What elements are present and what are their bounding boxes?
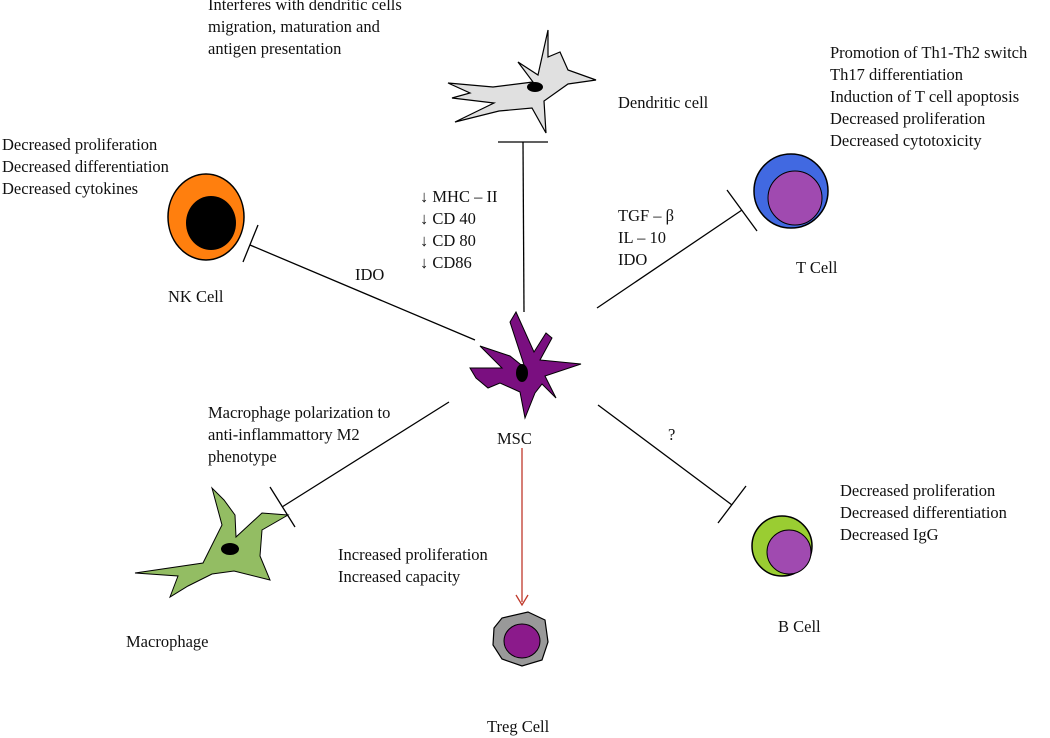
t-cell-effect-line: Decreased cytotoxicity — [830, 131, 982, 150]
t-cell-mediator-line: IL – 10 — [618, 228, 666, 247]
msc-to-macrophage-line — [281, 401, 450, 508]
b-cell-effect-line: Decreased proliferation — [840, 481, 996, 500]
msc-label: MSC — [497, 429, 532, 448]
treg-cell-label: Treg Cell — [487, 717, 550, 736]
dendritic-effect-line: migration, maturation and — [208, 17, 380, 36]
dendritic-cell-label: Dendritic cell — [618, 93, 709, 112]
nk-cell-label: NK Cell — [168, 287, 224, 306]
t-inhibition-bar — [726, 189, 758, 232]
nk-cell-effect-line: Decreased cytokines — [2, 179, 139, 198]
macrophage-cell-shape — [134, 486, 290, 599]
nk-inhibition-bar — [242, 224, 259, 263]
b-inhibition-bar — [717, 485, 747, 524]
macrophage-inhibition-bar — [269, 486, 296, 528]
b-cell-effects: Decreased proliferation Decreased differ… — [840, 480, 1007, 546]
msc-to-t-line — [596, 209, 743, 309]
b-cell-label: B Cell — [778, 617, 821, 636]
t-cell-effect-line: Decreased proliferation — [830, 109, 986, 128]
t-cell-mediators: TGF – β IL – 10 IDO — [618, 205, 674, 271]
macrophage-effect-line: anti-inflammattory M2 — [208, 425, 360, 444]
t-cell-nucleus — [767, 170, 823, 226]
treg-arrowhead — [515, 594, 529, 607]
dendritic-mediator-line: ↓ CD 40 — [420, 209, 476, 228]
nk-cell-effect-line: Decreased differentiation — [2, 157, 169, 176]
dendritic-mediators: ↓ MHC – II ↓ CD 40 ↓ CD 80 ↓ CD86 — [420, 186, 497, 274]
msc-cell-shape — [469, 310, 582, 420]
msc-cell-nucleus — [516, 364, 528, 382]
t-cell-effects: Promotion of Th1-Th2 switch Th17 differe… — [830, 42, 1027, 152]
dendritic-mediator-line: ↓ CD86 — [420, 253, 472, 272]
b-cell-effect-line: Decreased differentiation — [840, 503, 1007, 522]
t-cell-effect-line: Th17 differentiation — [830, 65, 964, 84]
dendritic-mediator-line: ↓ CD 80 — [420, 231, 476, 250]
msc-to-dendritic-line — [522, 141, 525, 313]
b-cell-effect-line: Decreased IgG — [840, 525, 939, 544]
treg-cell-effect-line: Increased proliferation — [338, 545, 488, 564]
b-cell-nucleus — [766, 529, 812, 575]
nk-cell-mediator: IDO — [355, 265, 385, 284]
macrophage-effects: Macrophage polarization to anti-inflamma… — [208, 402, 390, 468]
macrophage-label: Macrophage — [126, 632, 209, 651]
treg-cell-effects: Increased proliferation Increased capaci… — [338, 544, 488, 588]
dendritic-effects: Interferes with dendritic cells migratio… — [208, 0, 402, 60]
t-cell-label: T Cell — [796, 258, 838, 277]
macrophage-cell-nucleus — [221, 543, 239, 555]
t-cell-mediator-line: TGF – β — [618, 206, 675, 225]
t-cell-effect-line: Promotion of Th1-Th2 switch — [830, 43, 1028, 62]
msc-to-b-line — [597, 404, 733, 506]
dendritic-cell-shape — [447, 29, 597, 134]
nk-cell-effects: Decreased proliferation Decreased differ… — [2, 134, 169, 200]
treg-cell-nucleus — [503, 623, 541, 659]
dendritic-effect-line: Interferes with dendritic cells — [208, 0, 402, 14]
macrophage-effect-line: phenotype — [208, 447, 277, 466]
treg-cell-effect-line: Increased capacity — [338, 567, 461, 586]
dendritic-effect-line: antigen presentation — [208, 39, 342, 58]
msc-to-nk-line — [249, 244, 476, 341]
macrophage-effect-line: Macrophage polarization to — [208, 403, 391, 422]
t-cell-mediator-line: IDO — [618, 250, 648, 269]
nk-cell-effect-line: Decreased proliferation — [2, 135, 158, 154]
t-cell-effect-line: Induction of T cell apoptosis — [830, 87, 1020, 106]
nk-cell-nucleus — [186, 196, 236, 250]
b-cell-mediator: ? — [668, 425, 676, 444]
dendritic-cell-nucleus — [527, 82, 543, 92]
dendritic-mediator-line: ↓ MHC – II — [420, 187, 498, 206]
